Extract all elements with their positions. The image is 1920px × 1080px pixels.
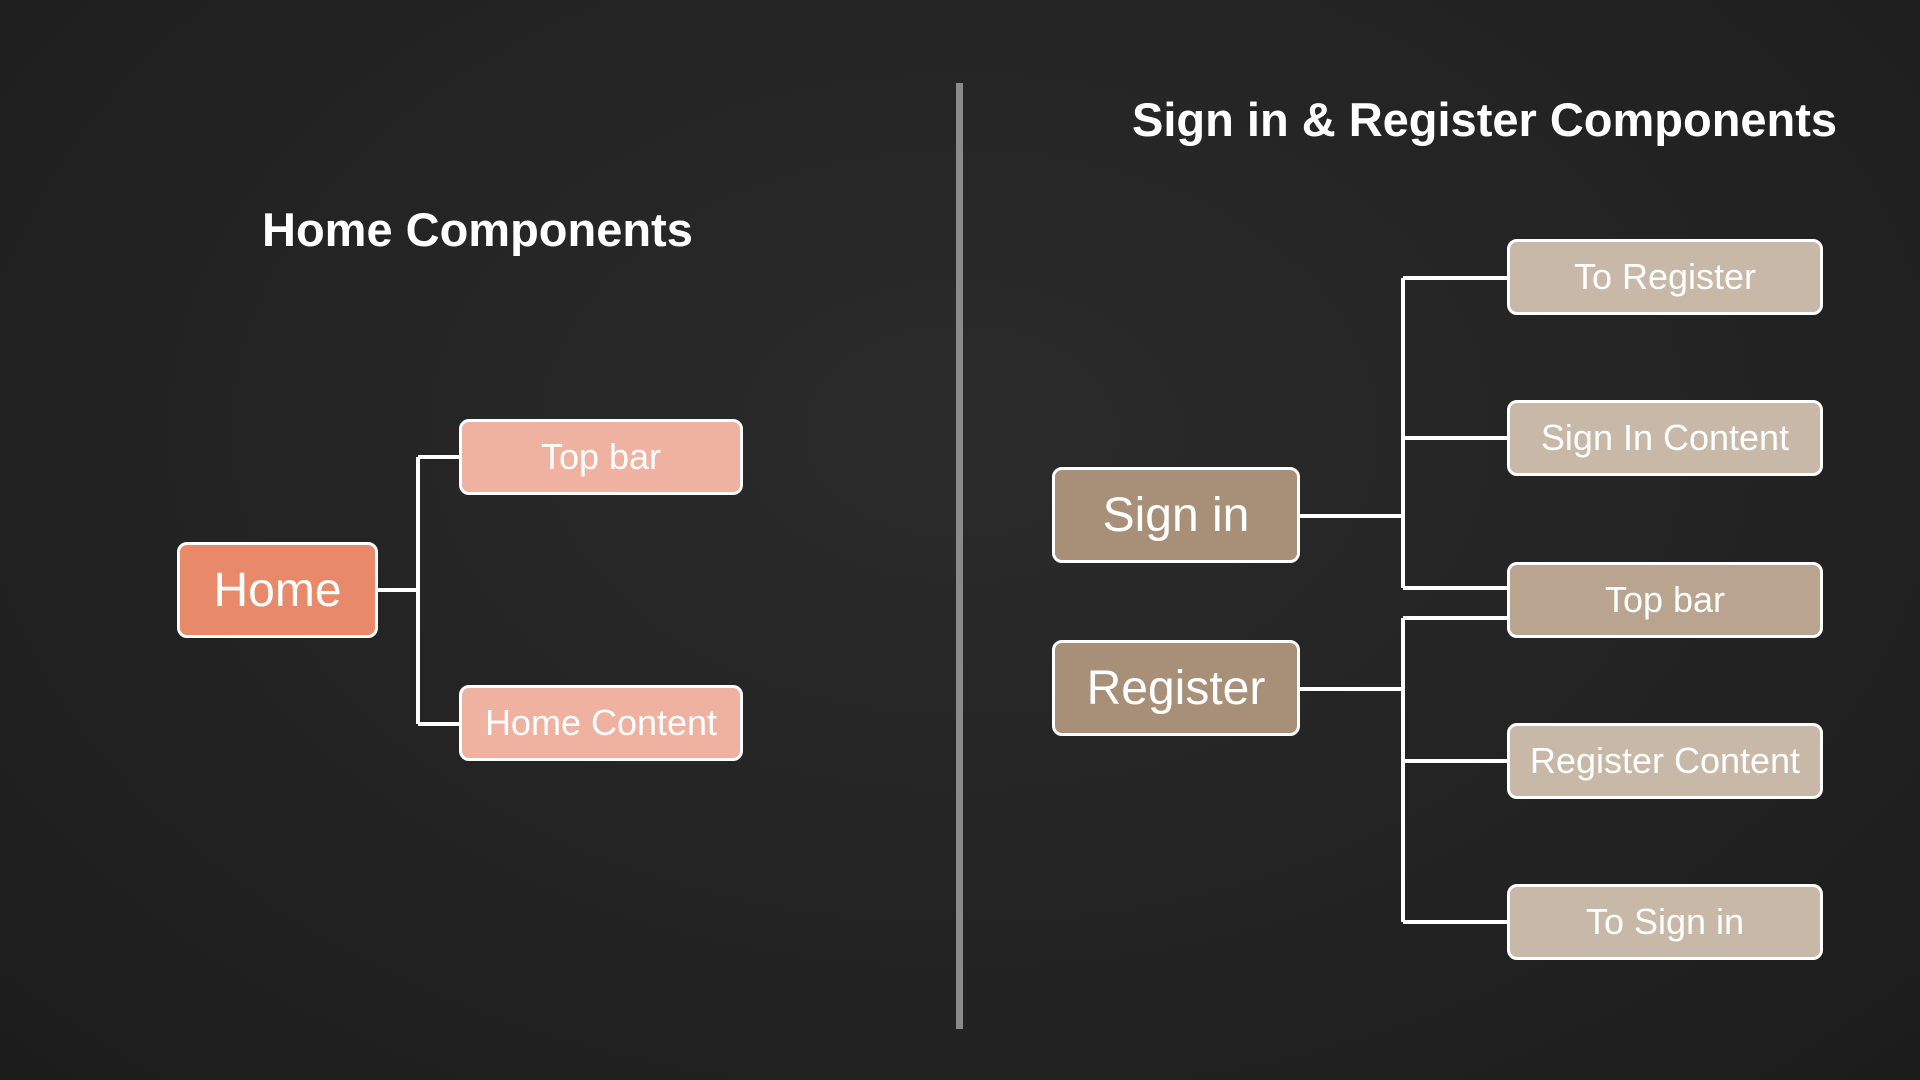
to-register-node: To Register (1507, 239, 1823, 315)
panel-divider (956, 83, 963, 1029)
sign-in-node: Sign in (1052, 467, 1300, 563)
register-content-node-label: Register Content (1529, 740, 1801, 781)
sign-in-node-label: Sign in (1102, 488, 1250, 542)
shared-top-bar-node: Top bar (1507, 562, 1823, 638)
sign-in-connector (1298, 276, 1509, 590)
top-bar-node: Top bar (459, 419, 743, 495)
top-bar-node-label: Top bar (540, 436, 662, 477)
to-sign-in-node-label: To Sign in (1585, 901, 1745, 942)
sign-in-register-title: Sign in & Register Components (1132, 93, 1838, 146)
register-content-node: Register Content (1507, 723, 1823, 799)
home-connector (376, 455, 461, 726)
home-components-title: Home Components (262, 203, 693, 256)
to-sign-in-node: To Sign in (1507, 884, 1823, 960)
shared-top-bar-node-label: Top bar (1604, 579, 1726, 620)
home-node-label: Home (213, 563, 342, 617)
home-content-node: Home Content (459, 685, 743, 761)
register-connector (1298, 616, 1509, 924)
sign-in-content-node: Sign In Content (1507, 400, 1823, 476)
to-register-node-label: To Register (1573, 256, 1757, 297)
register-node: Register (1052, 640, 1300, 736)
home-node: Home (177, 542, 378, 638)
sign-in-content-node-label: Sign In Content (1540, 417, 1790, 458)
home-content-node-label: Home Content (484, 702, 718, 743)
register-node-label: Register (1086, 661, 1266, 715)
